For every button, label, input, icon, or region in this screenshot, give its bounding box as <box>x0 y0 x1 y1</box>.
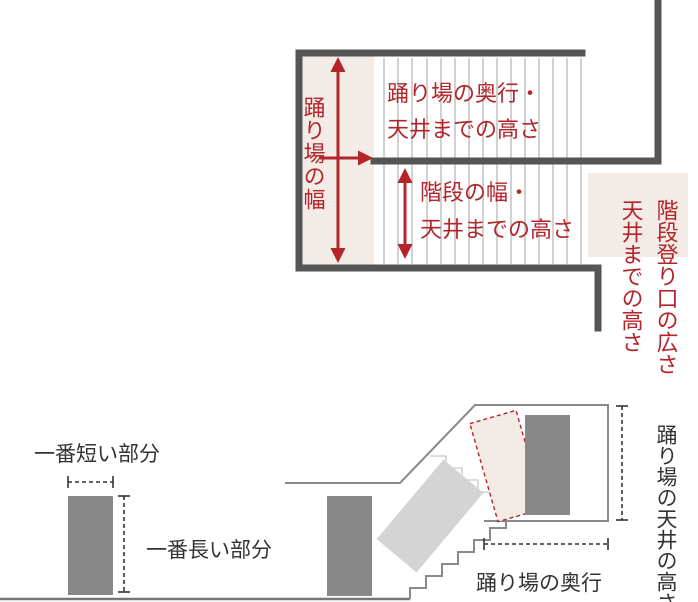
shortest-label: 一番短い部分 <box>34 442 160 466</box>
stair-width-label-line1: 階段の幅・ <box>420 181 530 206</box>
stair-width-label-line2: 天井までの高さ <box>420 218 574 243</box>
landing-height-label: 踊り場の天井の高さ <box>654 424 678 602</box>
furniture-upright-middle <box>327 496 372 596</box>
entrance-area <box>588 173 688 257</box>
floor-plan: 踊り場の幅 踊り場の奥行・ 天井までの高さ 階段の幅・ 天井までの高さ 階段登り… <box>295 0 688 375</box>
longest-label: 一番長い部分 <box>146 538 272 562</box>
shortest-dimension <box>67 476 114 488</box>
entrance-label-col1: 階段登り口の広さ <box>653 199 679 375</box>
furniture-upright-left <box>68 496 113 595</box>
landing-depth-dimension <box>483 538 609 550</box>
section-view: 一番短い部分 一番長い部分 踊り場の天井の高さ 踊り場の奥行 <box>0 404 678 602</box>
landing-height-dimension <box>616 405 628 521</box>
landing-depth-label-line2: 天井までの高さ <box>387 118 541 143</box>
ceiling-outline <box>285 404 609 522</box>
longest-dimension <box>118 495 130 593</box>
landing-width-label: 踊り場の幅 <box>300 96 326 211</box>
landing-depth-label: 踊り場の奥行 <box>476 571 602 595</box>
furniture-on-landing <box>525 415 570 515</box>
furniture-tilted <box>376 459 484 573</box>
entrance-label-col2: 天井までの高さ <box>618 199 644 353</box>
lower-stairs <box>409 521 507 599</box>
plan-walls <box>295 0 662 332</box>
landing-depth-label-line1: 踊り場の奥行・ <box>387 82 541 107</box>
